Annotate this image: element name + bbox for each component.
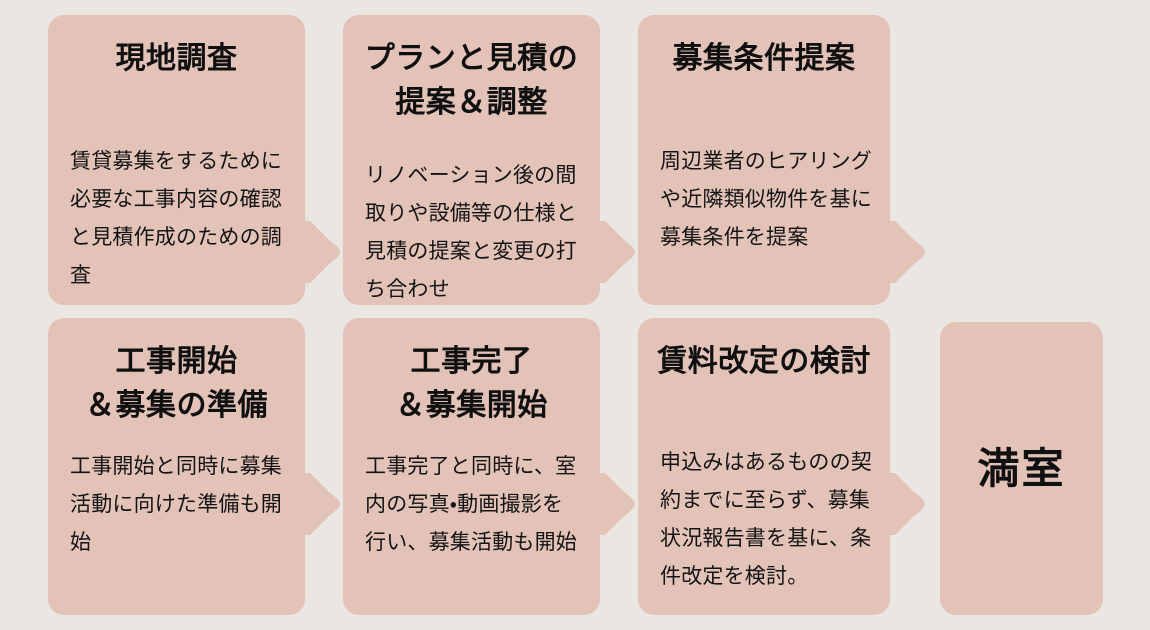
flow-step-title-3: 募集条件提案 — [672, 42, 856, 75]
arrow-step6-to-goal — [888, 473, 926, 535]
flow-step-body-3: 周辺業者のヒアリングや近隣類似物件を基に募集条件を提案 — [660, 150, 872, 249]
arrow-step5-to-step6 — [598, 473, 636, 535]
flow-step-title-5: 工事完了 ＆募集開始 — [395, 345, 548, 422]
flow-goal-card: 満室 — [940, 322, 1103, 615]
flow-step-title-2: プランと見積の 提案＆調整 — [364, 42, 579, 119]
flow-step-body-1: 賃貸募集をするために必要な工事内容の確認と見積作成のための調査 — [70, 150, 282, 287]
flow-step-title-6: 賃料改定の検討 — [657, 345, 871, 378]
flow-step-body-5: 工事完了と同時に、室内の写真・動画撮影を行い、募集活動も開始 — [365, 455, 577, 554]
flow-step-card-5: 工事完了 ＆募集開始 工事完了と同時に、室内の写真・動画撮影を行い、募集活動も開… — [343, 318, 600, 615]
flow-step-body-2: リノベーション後の間取りや設備等の仕様と見積の提案と変更の打ち合わせ — [365, 164, 577, 301]
arrow-step1-to-step2 — [303, 221, 341, 283]
arrow-step2-to-step3 — [598, 221, 636, 283]
flow-step-title-4: 工事開始 ＆募集の準備 — [85, 345, 268, 422]
flow-step-body-6: 申込みはあるものの契約までに至らず、募集状況報告書を基に、条件改定を検討。 — [660, 451, 872, 588]
flow-step-card-1: 現地調査 賃貸募集をするために必要な工事内容の確認と見積作成のための調査 — [48, 15, 305, 305]
arrow-step3-to-step4 — [888, 221, 926, 283]
arrow-step4-to-step5 — [303, 473, 341, 535]
flow-step-card-4: 工事開始 ＆募集の準備 工事開始と同時に募集活動に向けた準備も開始 — [48, 318, 305, 615]
flow-step-body-4: 工事開始と同時に募集活動に向けた準備も開始 — [70, 455, 282, 554]
flow-step-card-2: プランと見積の 提案＆調整 リノベーション後の間取りや設備等の仕様と見積の提案と… — [343, 15, 600, 305]
flow-step-card-6: 賃料改定の検討 申込みはあるものの契約までに至らず、募集状況報告書を基に、条件改… — [638, 318, 890, 615]
flow-step-card-3: 募集条件提案 周辺業者のヒアリングや近隣類似物件を基に募集条件を提案 — [638, 15, 890, 305]
flow-goal-label: 満室 — [977, 444, 1066, 492]
flow-step-title-1: 現地調査 — [115, 42, 238, 75]
